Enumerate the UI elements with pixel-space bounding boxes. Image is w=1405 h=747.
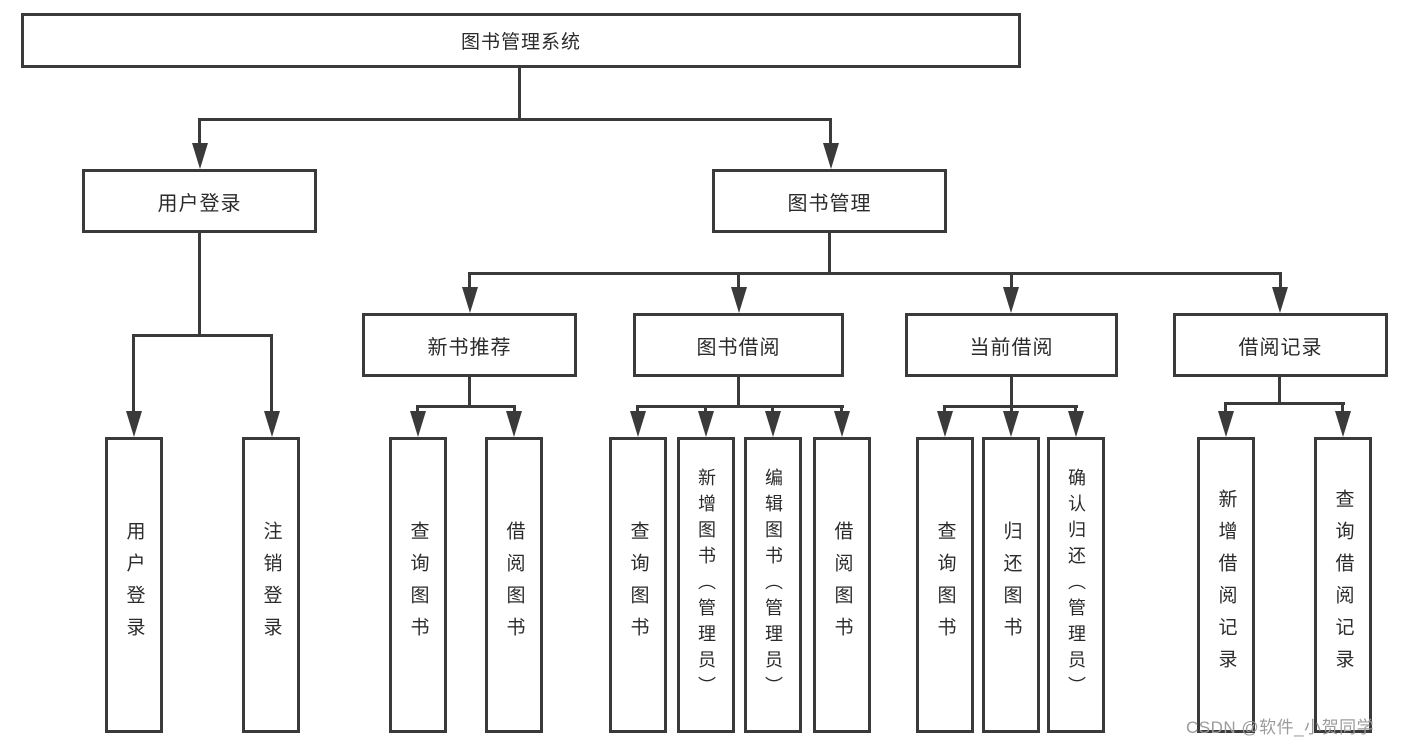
arrow-down-icon <box>731 287 747 313</box>
connector-line <box>636 405 844 408</box>
node-new-book-recommend: 新书推荐 <box>362 313 577 377</box>
leaf-label: 确认归还（管理员） <box>1066 468 1086 702</box>
leaf-user-login: 用户登录 <box>105 437 163 733</box>
node-book-borrow: 图书借阅 <box>633 313 844 377</box>
node-label: 图书管理系统 <box>460 32 581 53</box>
arrow-down-icon <box>937 411 953 437</box>
leaf-query-books: 查询图书 <box>389 437 447 733</box>
arrow-down-icon <box>630 411 646 437</box>
arrow-down-icon <box>462 287 478 313</box>
arrow-down-icon <box>264 411 280 437</box>
leaf-label: 查询借阅记录 <box>1332 489 1354 681</box>
connector-line <box>518 67 521 121</box>
node-current-borrow: 当前借阅 <box>905 313 1118 377</box>
connector-line <box>198 118 201 148</box>
arrow-down-icon <box>1335 411 1351 437</box>
leaf-label: 借阅图书 <box>503 521 525 649</box>
connector-line <box>1010 375 1013 408</box>
node-user-login: 用户登录 <box>82 169 317 233</box>
leaf-return-book: 归还图书 <box>982 437 1040 733</box>
node-label: 图书管理 <box>787 192 872 215</box>
node-borrow-records: 借阅记录 <box>1173 313 1388 377</box>
leaf-label: 新增借阅记录 <box>1215 489 1237 681</box>
connector-line <box>416 405 516 408</box>
leaf-query-borrow-record: 查询借阅记录 <box>1314 437 1372 733</box>
connector-line <box>468 272 471 290</box>
leaf-label: 借阅图书 <box>831 521 853 649</box>
leaf-query-books: 查询图书 <box>609 437 667 733</box>
leaf-label: 新增图书（管理员） <box>696 468 716 702</box>
leaf-confirm-return-admin: 确认归还（管理员） <box>1047 437 1105 733</box>
leaf-label: 查询图书 <box>407 521 429 649</box>
connector-line <box>468 375 471 408</box>
leaf-label: 查询图书 <box>627 521 649 649</box>
connector-line <box>829 118 832 148</box>
arrow-down-icon <box>192 143 208 169</box>
connector-line <box>828 230 831 275</box>
arrow-down-icon <box>765 411 781 437</box>
arrow-down-icon <box>1068 411 1084 437</box>
connector-line <box>198 230 201 337</box>
arrow-down-icon <box>823 143 839 169</box>
node-label: 借阅记录 <box>1238 336 1323 359</box>
connector-line <box>737 272 740 290</box>
connector-line <box>132 334 135 430</box>
arrow-down-icon <box>1272 287 1288 313</box>
connector-line <box>1279 272 1282 290</box>
leaf-label: 编辑图书（管理员） <box>763 468 783 702</box>
connector-line <box>132 334 273 337</box>
arrow-down-icon <box>126 411 142 437</box>
connector-line <box>270 334 273 430</box>
csdn-watermark: CSDN @软件_小贺同学 <box>1186 718 1375 737</box>
leaf-add-borrow-record: 新增借阅记录 <box>1197 437 1255 733</box>
node-label: 图书借阅 <box>696 336 781 359</box>
connector-line <box>1278 375 1281 405</box>
leaf-query-books: 查询图书 <box>916 437 974 733</box>
node-label: 用户登录 <box>157 192 242 215</box>
connector-line <box>1224 402 1345 405</box>
node-root-system: 图书管理系统 <box>21 13 1021 68</box>
leaf-borrow-books: 借阅图书 <box>813 437 871 733</box>
leaf-edit-book-admin: 编辑图书（管理员） <box>744 437 802 733</box>
leaf-label: 注销登录 <box>260 521 282 649</box>
connector-line <box>737 375 740 408</box>
arrow-down-icon <box>1003 411 1019 437</box>
arrow-down-icon <box>698 411 714 437</box>
leaf-borrow-books: 借阅图书 <box>485 437 543 733</box>
node-label: 当前借阅 <box>969 336 1054 359</box>
arrow-down-icon <box>1003 287 1019 313</box>
arrow-down-icon <box>410 411 426 437</box>
leaf-logout: 注销登录 <box>242 437 300 733</box>
arrow-down-icon <box>1218 411 1234 437</box>
connector-line <box>1010 272 1013 290</box>
leaf-label: 归还图书 <box>1000 521 1022 649</box>
connector-line <box>198 118 832 121</box>
node-book-management: 图书管理 <box>712 169 947 233</box>
connector-line <box>468 272 1282 275</box>
arrow-down-icon <box>834 411 850 437</box>
node-label: 新书推荐 <box>427 336 512 359</box>
leaf-add-book-admin: 新增图书（管理员） <box>677 437 735 733</box>
leaf-label: 用户登录 <box>123 521 145 649</box>
leaf-label: 查询图书 <box>934 521 956 649</box>
arrow-down-icon <box>506 411 522 437</box>
